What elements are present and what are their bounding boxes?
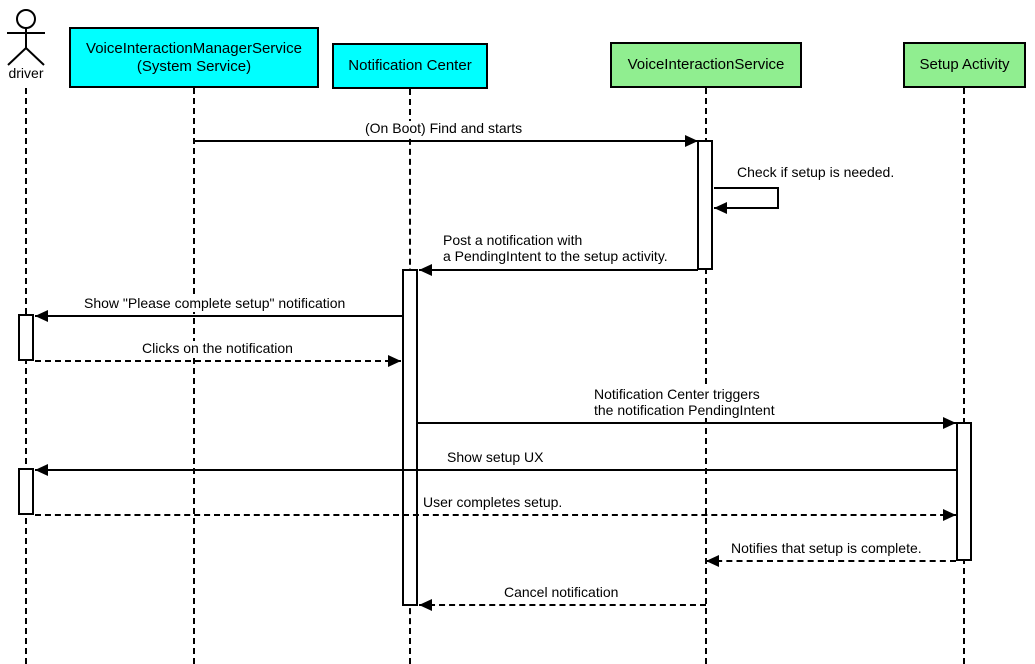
message-label-post-notification: Post a notification with a PendingIntent…: [441, 232, 670, 264]
participant-voice-interaction-manager-service: VoiceInteractionManagerService (System S…: [69, 27, 319, 88]
participant-notification-center: Notification Center: [332, 43, 488, 89]
arrowhead: [35, 464, 48, 476]
message-line-show-complete-setup-notification: [35, 315, 402, 317]
arrowhead: [943, 417, 956, 429]
lifeline-driver: [25, 88, 27, 664]
arrowhead: [419, 599, 432, 611]
message-line-clicks-on-notification: [35, 360, 401, 362]
message-line-on-boot-find-and-starts: [193, 140, 698, 142]
activation-setup-activity: [956, 422, 972, 561]
arrowhead: [685, 135, 698, 147]
message-line-check-if-setup-needed-bottom: [714, 207, 779, 209]
actor-driver: [4, 7, 49, 67]
message-label-check-if-setup-needed: Check if setup is needed.: [735, 164, 897, 181]
arrowhead: [943, 509, 956, 521]
lifeline-voice-interaction-service: [705, 88, 707, 664]
activation-notification-center: [402, 269, 418, 606]
lifeline-setup-activity: [963, 88, 965, 664]
activation-driver-1: [18, 314, 34, 361]
message-label-clicks-on-notification: Clicks on the notification: [140, 340, 295, 357]
person-icon: [4, 7, 49, 67]
message-label-show-setup-ux: Show setup UX: [445, 449, 546, 466]
message-line-post-notification: [419, 269, 698, 271]
message-line-triggers-pendingintent: [418, 422, 956, 424]
activation-driver-2: [18, 468, 34, 515]
arrowhead: [714, 202, 727, 214]
message-line-notifies-setup-complete: [706, 560, 956, 562]
participant-label-driver: driver: [8, 65, 44, 81]
message-label-on-boot-find-and-starts: (On Boot) Find and starts: [363, 120, 525, 137]
arrowhead: [388, 355, 401, 367]
participant-voice-interaction-service: VoiceInteractionService: [610, 42, 802, 88]
message-line-check-if-setup-needed-side: [777, 187, 779, 208]
message-line-show-setup-ux: [35, 469, 956, 471]
arrowhead: [706, 555, 719, 567]
message-line-check-if-setup-needed-top: [714, 187, 779, 189]
message-label-user-completes-setup: User completes setup.: [421, 494, 565, 511]
message-label-cancel-notification: Cancel notification: [502, 584, 621, 601]
arrowhead: [419, 264, 432, 276]
participant-setup-activity: Setup Activity: [903, 42, 1026, 88]
arrowhead: [35, 310, 48, 322]
message-label-triggers-pendingintent: Notification Center triggers the notific…: [592, 386, 777, 418]
message-line-user-completes-setup: [35, 514, 956, 516]
lifeline-voice-interaction-manager-service: [193, 88, 195, 664]
activation-voice-interaction-service: [697, 140, 713, 270]
message-label-notifies-setup-complete: Notifies that setup is complete.: [729, 540, 924, 557]
message-label-show-complete-setup-notification: Show "Please complete setup" notificatio…: [82, 295, 348, 312]
message-line-cancel-notification: [419, 604, 706, 606]
